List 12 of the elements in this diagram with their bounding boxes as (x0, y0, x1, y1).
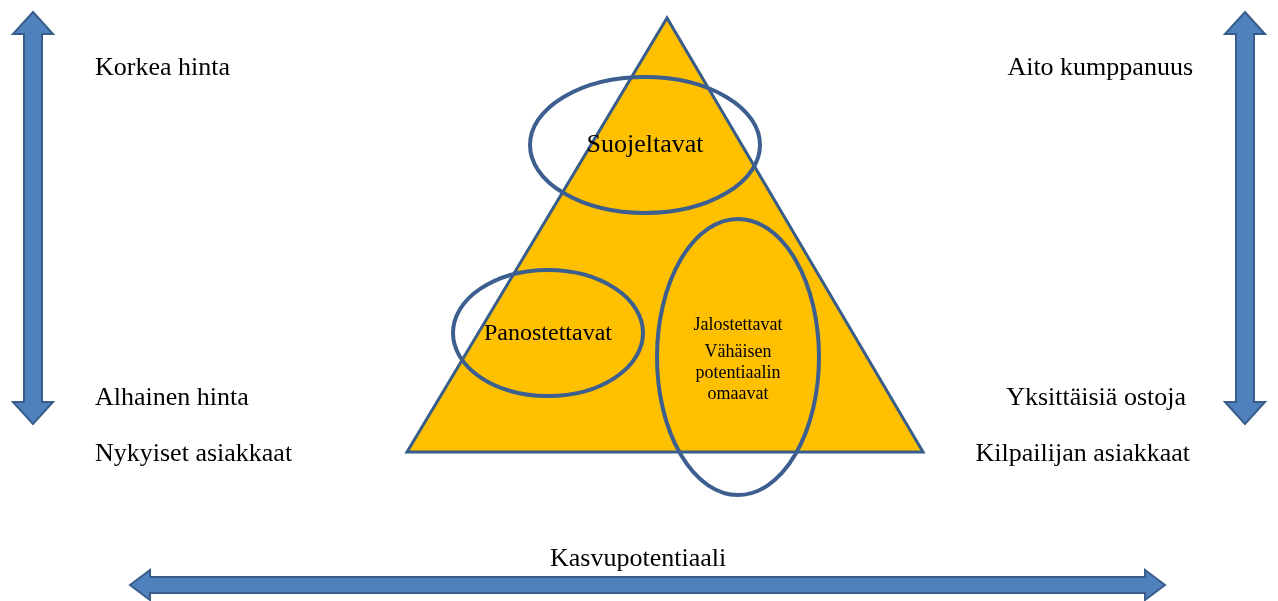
axis-label: Kasvupotentiaali (550, 543, 727, 573)
node-text: Vähäisen potentiaalin omaavat (694, 341, 782, 405)
axis-label: Yksittäisiä ostoja (1006, 382, 1186, 412)
ellipse-node (655, 217, 821, 497)
axis-label: Korkea hinta (95, 52, 230, 82)
axis-label: Aito kumppanuus (1007, 52, 1193, 82)
node-text: Jalostettavat (692, 313, 784, 335)
triangle-shape (405, 16, 925, 454)
axis-label: Nykyiset asiakkaat (95, 438, 293, 468)
axis-label: Alhainen hinta (95, 382, 249, 412)
axis-label: Kilpailijan asiakkaat (975, 438, 1190, 468)
node-text: Panostettavat (483, 318, 613, 346)
